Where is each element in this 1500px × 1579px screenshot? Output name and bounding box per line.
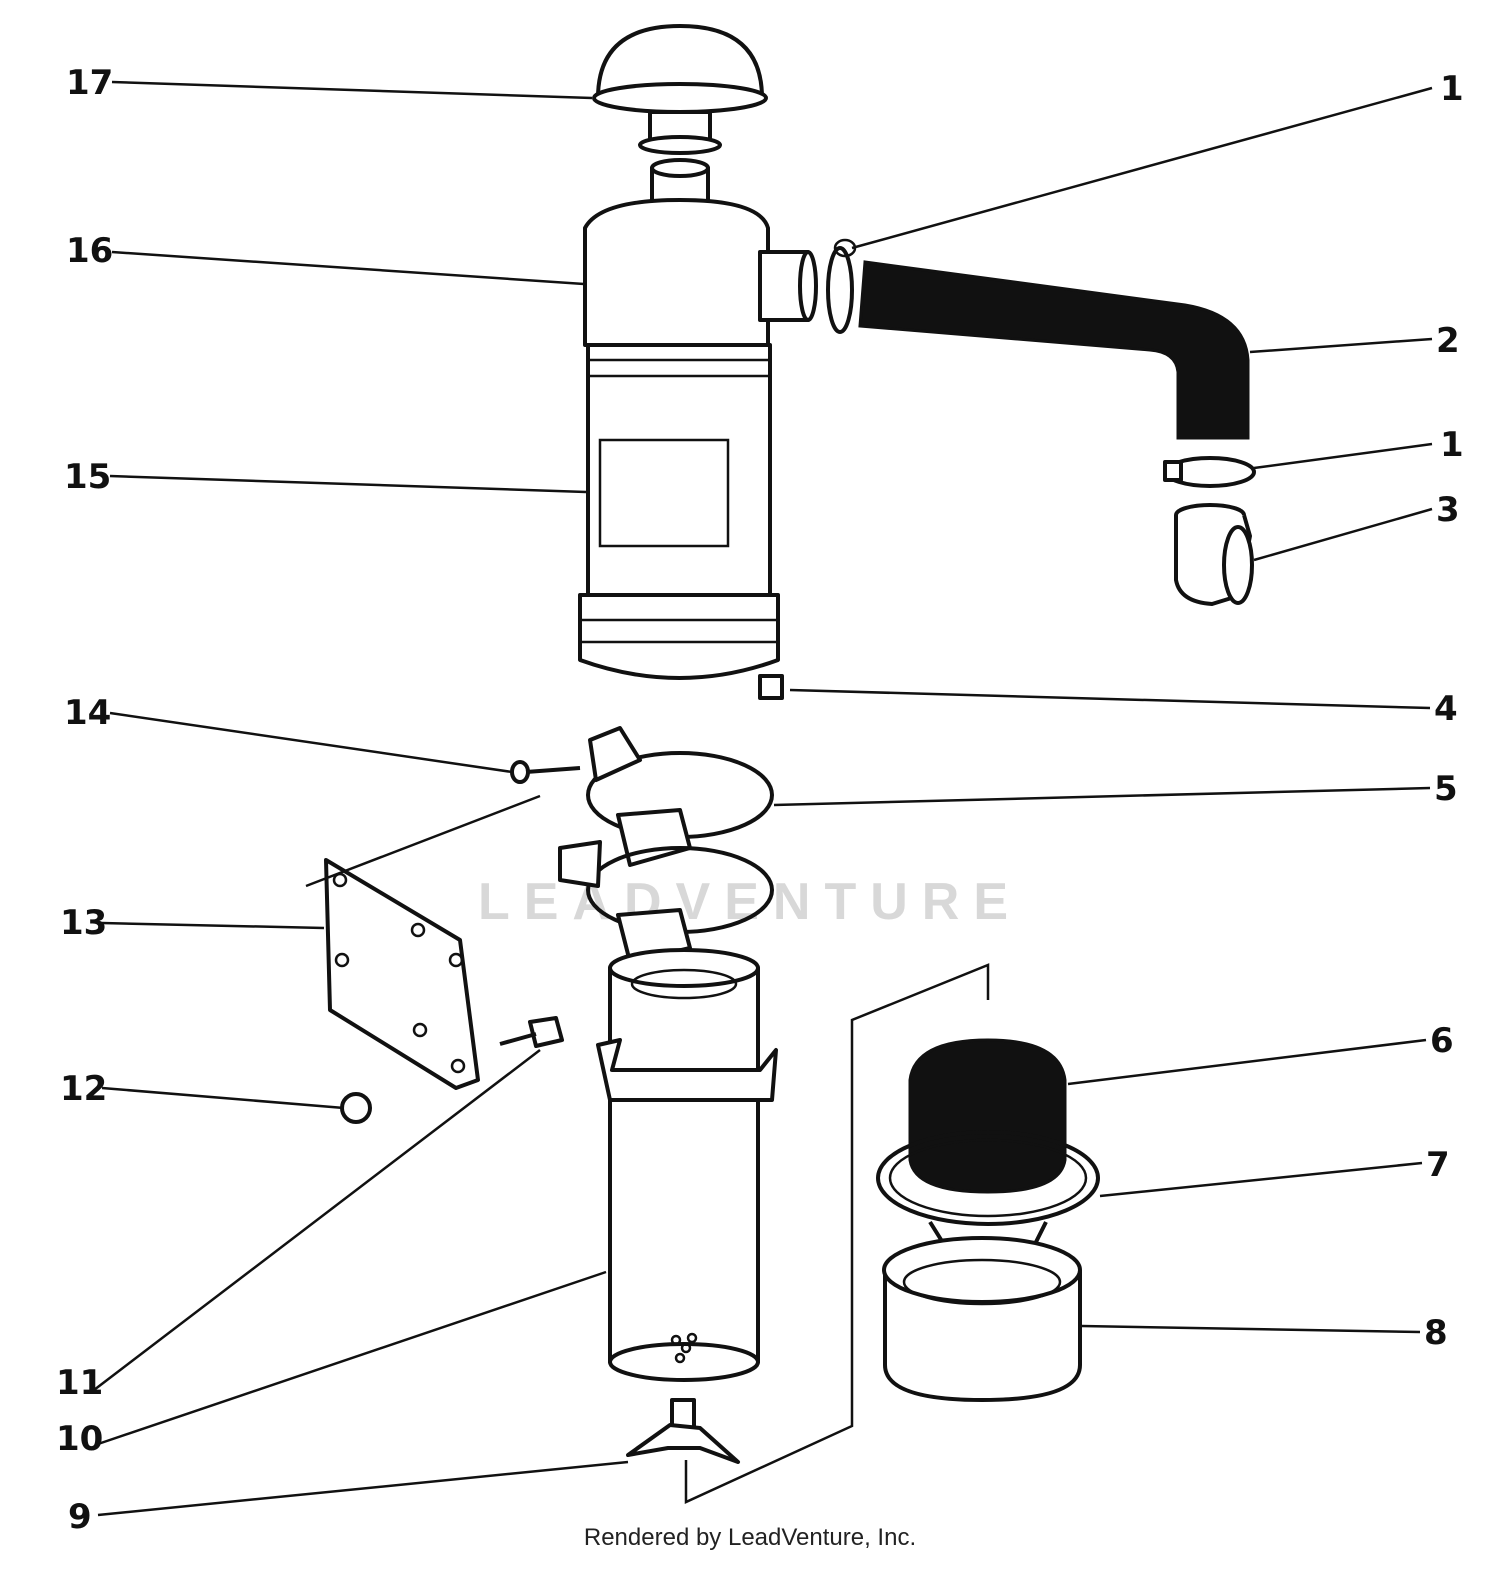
callout-11: 11 <box>56 1363 103 1403</box>
part-upper-canister <box>583 158 818 347</box>
part-mounting-band-upper <box>586 726 774 867</box>
part-dome-cap <box>592 24 768 155</box>
part-hex-nut <box>340 1092 372 1124</box>
part-mounting-plate <box>324 858 480 1090</box>
part-elbow-adapter <box>1174 503 1254 606</box>
part-filter-element <box>596 948 778 1382</box>
callout-1-upper: 1 <box>1440 69 1464 109</box>
part-square-nut <box>758 674 784 700</box>
callout-13: 13 <box>60 903 107 943</box>
callout-1-lower: 1 <box>1440 425 1464 465</box>
callout-17: 17 <box>66 63 113 103</box>
part-hex-bolt <box>499 1016 564 1048</box>
callout-2: 2 <box>1436 321 1460 361</box>
part-hose-clamp-upper <box>826 238 857 334</box>
part-elbow-hose <box>858 260 1250 440</box>
footer-credit: Rendered by LeadVenture, Inc. <box>583 1524 917 1551</box>
callout-5: 5 <box>1434 769 1458 809</box>
callout-12: 12 <box>60 1069 107 1109</box>
callout-3: 3 <box>1436 490 1460 530</box>
part-wing-nut <box>626 1398 740 1464</box>
callout-6: 6 <box>1430 1021 1454 1061</box>
callout-15: 15 <box>64 457 111 497</box>
part-oil-cup <box>882 1236 1082 1402</box>
part-mounting-band-lower <box>558 840 774 964</box>
callout-8: 8 <box>1424 1313 1448 1353</box>
callout-10: 10 <box>56 1419 103 1459</box>
part-foam-prefilter <box>908 1038 1067 1194</box>
callout-16: 16 <box>66 231 113 271</box>
group-bracket <box>684 963 990 1504</box>
callout-7: 7 <box>1426 1145 1450 1185</box>
callout-9: 9 <box>68 1497 92 1537</box>
part-screw <box>510 760 581 784</box>
callout-4: 4 <box>1434 689 1458 729</box>
part-hose-clamp-lower <box>1163 456 1256 488</box>
leader-lines <box>93 80 1433 1517</box>
callout-14: 14 <box>64 693 111 733</box>
part-main-body <box>578 343 780 680</box>
